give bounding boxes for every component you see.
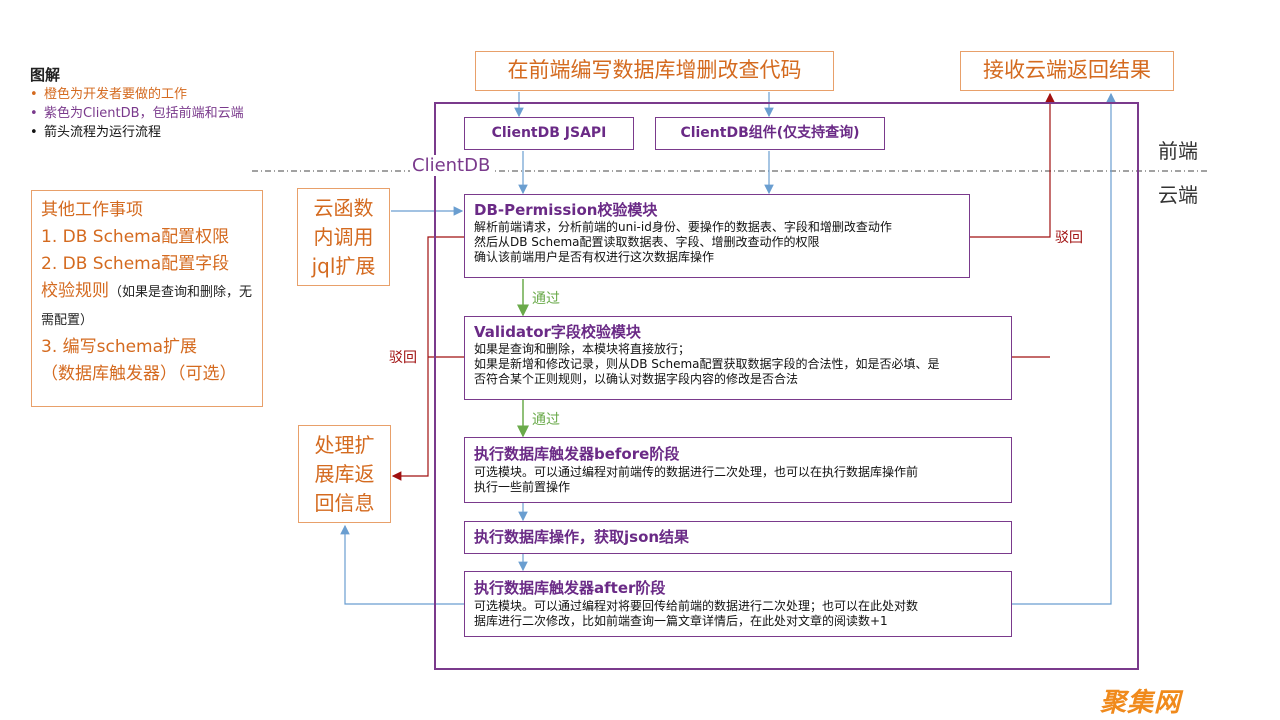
validator-title: Validator字段校验模块 — [474, 323, 641, 341]
trigger-before-module: 执行数据库触发器before阶段 可选模块。可以通过编程对前端传的数据进行二次处… — [464, 437, 1012, 503]
validator-line3: 否符合某个正则规则，以确认对数据字段内容的修改是否合法 — [474, 372, 799, 386]
legend-title: 图解 — [30, 66, 61, 84]
exec-module: 执行数据库操作，获取json结果 — [464, 521, 1012, 554]
permission-line1: 解析前端请求，分析前端的uni-id身份、要操作的数据表、字段和增删改查动作 — [474, 220, 892, 234]
other-tasks-item2: 2. DB Schema配置字段 — [41, 254, 230, 274]
permission-line3: 确认该前端用户是否有权进行这次数据库操作 — [474, 250, 715, 264]
other-tasks-item3b: （数据库触发器）（可选） — [41, 364, 237, 384]
after-line2: 据库进行二次修改，比如前端查询一篇文章详情后，在此处对文章的阅读数+1 — [474, 614, 888, 628]
other-tasks-item1: 1. DB Schema配置权限 — [41, 227, 230, 247]
legend-item-orange: •橙色为开发者要做的工作 — [30, 87, 188, 102]
trigger-after-module: 执行数据库触发器after阶段 可选模块。可以通过编程对将要回传给前端的数据进行… — [464, 571, 1012, 637]
clientdb-container — [434, 102, 1139, 670]
reject-label-1: 驳回 — [1055, 230, 1083, 246]
cloud-function-box: 云函数内调用jql扩展 — [297, 188, 390, 286]
clientdb-component-box: ClientDB组件(仅支持查询) — [655, 117, 885, 150]
validator-line2: 如果是新增和修改记录，则从DB Schema配置获取数据字段的合法性，如是否必填… — [474, 357, 940, 371]
watermark-logo: 聚集网 — [1100, 688, 1182, 718]
legend: 图解 •橙色为开发者要做的工作 •紫色为ClientDB，包括前端和云端 •箭头… — [30, 64, 244, 142]
frontend-code-box: 在前端编写数据库增删改查代码 — [475, 51, 834, 91]
before-line1: 可选模块。可以通过编程对前端传的数据进行二次处理，也可以在执行数据库操作前 — [474, 465, 919, 479]
other-tasks-item3: 3. 编写schema扩展 — [41, 337, 198, 357]
other-tasks-item2b: 校验规则（如果是查询和删除，无需配置） — [41, 281, 253, 328]
pass-label-1: 通过 — [532, 291, 560, 307]
exec-title: 执行数据库操作，获取json结果 — [474, 528, 690, 546]
reject-label-2: 驳回 — [389, 350, 417, 366]
legend-item-purple: •紫色为ClientDB，包括前端和云端 — [30, 106, 244, 121]
validator-line1: 如果是查询和删除，本模块将直接放行； — [474, 342, 691, 356]
handle-ext-box: 处理扩展库返回信息 — [298, 425, 391, 523]
clientdb-label: ClientDB — [410, 155, 493, 176]
validator-module: Validator字段校验模块 如果是查询和删除，本模块将直接放行； 如果是新增… — [464, 316, 1012, 400]
permission-module: DB-Permission校验模块 解析前端请求，分析前端的uni-id身份、要… — [464, 194, 970, 278]
pass-label-2: 通过 — [532, 412, 560, 428]
clientdb-jsapi-box: ClientDB JSAPI — [464, 117, 634, 150]
legend-item-black: •箭头流程为运行流程 — [30, 125, 162, 140]
permission-line2: 然后从DB Schema配置读取数据表、字段、增删改查动作的权限 — [474, 235, 820, 249]
before-line2: 执行一些前置操作 — [474, 480, 571, 494]
permission-title: DB-Permission校验模块 — [474, 201, 658, 219]
zone-cloud-label: 云端 — [1158, 183, 1198, 207]
other-tasks-title: 其他工作事项 — [41, 200, 143, 220]
zone-front-label: 前端 — [1158, 139, 1198, 163]
after-line1: 可选模块。可以通过编程对将要回传给前端的数据进行二次处理；也可以在此处对数 — [474, 599, 919, 613]
before-title: 执行数据库触发器before阶段 — [474, 445, 680, 463]
other-tasks-box: 其他工作事项 1. DB Schema配置权限 2. DB Schema配置字段… — [31, 190, 263, 407]
after-title: 执行数据库触发器after阶段 — [474, 579, 666, 597]
receive-result-box: 接收云端返回结果 — [960, 51, 1174, 91]
